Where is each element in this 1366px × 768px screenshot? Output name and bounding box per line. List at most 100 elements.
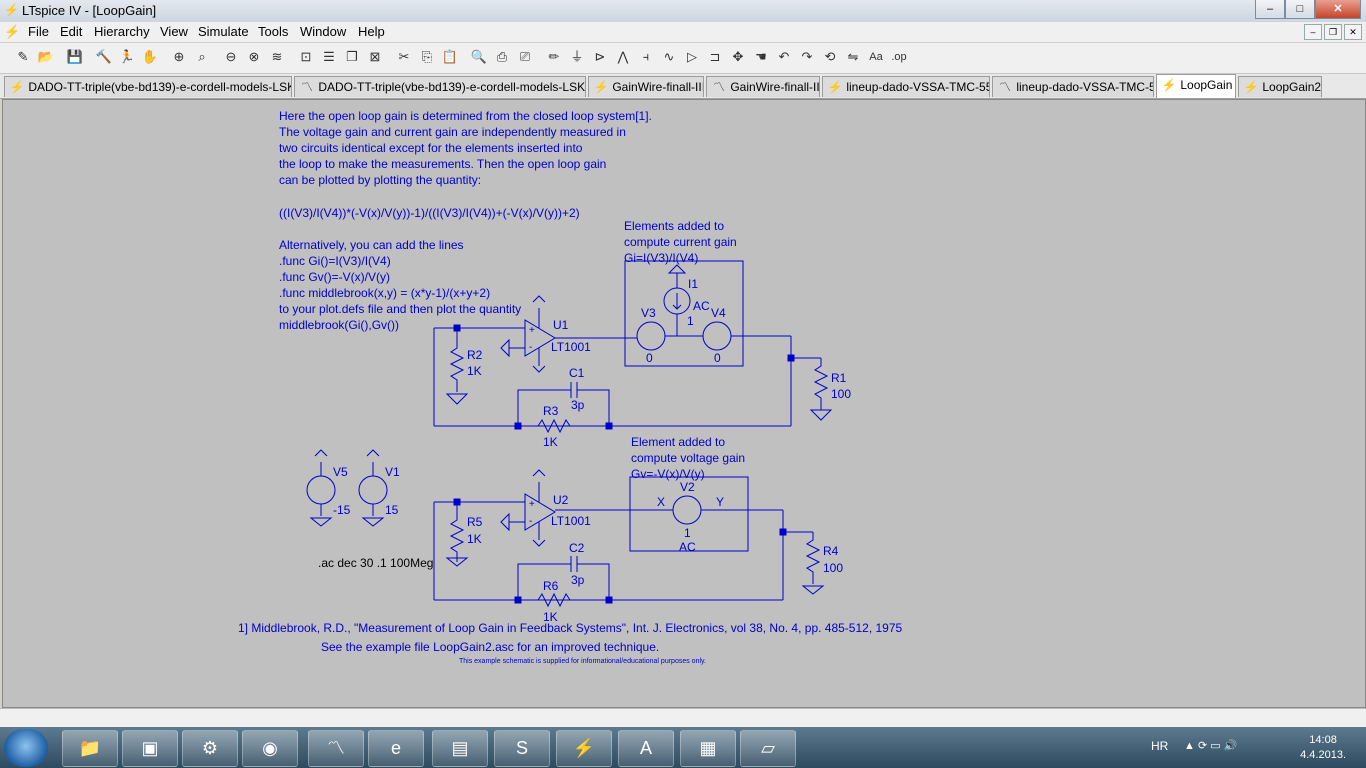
toolbar: ✎ 📂 💾 🔨 🏃 ✋ ⊕ ⌕ ⊖ ⊗ ≋ ⊡ ☰ ❐ ⊠ ✂ ⎘ 📋 🔍 ⎙ ⎚ ✏ ⏚ ⊳ ⋀ ⫞ ∿ ▷ ⊐ ✥ ☚ ↶ ↷ ⟲ ⇋ Aa .op xyxy=(0,43,1366,74)
part-label: V1 xyxy=(385,465,400,479)
redo-icon[interactable]: ↷ xyxy=(801,49,813,64)
undo-icon[interactable]: ↶ xyxy=(778,49,790,64)
tab-dado-waveform[interactable]: 〽 DADO-TT-triple(vbe-bd139)-e-cordell-mo… xyxy=(294,76,586,97)
notes-taskbar-icon[interactable]: ▱ xyxy=(740,730,796,767)
mdi-close-button[interactable]: ✕ xyxy=(1344,24,1362,40)
drag-icon[interactable]: ☚ xyxy=(755,49,767,64)
note-line: the loop to make the measurements. Then … xyxy=(279,157,606,171)
menu-edit[interactable]: Edit xyxy=(60,24,83,39)
mdi-restore-button[interactable]: ❐ xyxy=(1324,24,1342,40)
scope-taskbar-icon[interactable]: 〽 xyxy=(308,730,364,767)
tab-gainwire-schematic[interactable]: ⚡ GainWire-finall-IIII xyxy=(588,76,704,97)
close-all-icon[interactable]: ⊠ xyxy=(369,49,381,64)
pdf-taskbar-icon[interactable]: A xyxy=(618,730,674,767)
undock-icon[interactable]: ⊡ xyxy=(300,49,312,64)
ltspice-taskbar-icon[interactable]: ⚡ xyxy=(556,730,612,767)
menu-tools[interactable]: Tools xyxy=(258,24,289,39)
voltage-source-v5[interactable] xyxy=(306,475,336,505)
tab-gainwire-waveform[interactable]: 〽 GainWire-finall-IIII xyxy=(706,76,820,97)
part-value: LT1001 xyxy=(551,514,591,528)
copy-icon[interactable]: ⎘ xyxy=(421,49,433,64)
paste-icon[interactable]: 📋 xyxy=(441,49,459,64)
spice-directive[interactable]: .ac dec 30 .1 100Meg xyxy=(318,556,433,570)
menu-view[interactable]: View xyxy=(160,24,188,39)
schematic-doc-icon[interactable]: ⚡ xyxy=(4,24,21,39)
waveform-icon: 〽 xyxy=(998,80,1011,94)
part-value: 1K xyxy=(543,435,558,449)
run-icon[interactable]: 🏃 xyxy=(118,49,136,64)
tile-horizontal-icon[interactable]: ☰ xyxy=(323,49,335,64)
halt-icon[interactable]: ✋ xyxy=(141,49,159,64)
explorer-taskbar-icon[interactable]: 📁 xyxy=(62,730,118,767)
tray-icons[interactable]: ▲ ⟳ ▭ 🔊 xyxy=(1184,740,1238,752)
voltage-source-v4[interactable] xyxy=(702,321,732,351)
mdi-minimize-button[interactable]: – xyxy=(1304,24,1322,40)
tab-lineup-schematic[interactable]: ⚡ lineup-dado-VSSA-TMC-55V xyxy=(822,76,990,97)
inductor-icon[interactable]: ∿ xyxy=(663,49,675,64)
menu-simulate[interactable]: Simulate xyxy=(198,24,249,39)
tab-loopgain2[interactable]: ⚡ LoopGain2 xyxy=(1238,76,1322,97)
opamp-u1[interactable]: + - xyxy=(524,308,556,366)
capacitor-icon[interactable]: ⫞ xyxy=(642,49,650,64)
window-taskbar-icon[interactable]: ▤ xyxy=(432,730,488,767)
svg-text:-: - xyxy=(529,342,532,353)
zoom-out-icon[interactable]: ⊖ xyxy=(225,49,237,64)
voltage-source-v3[interactable] xyxy=(636,321,666,351)
tab-loopgain[interactable]: ⚡ LoopGain xyxy=(1156,74,1236,98)
label-icon[interactable]: ⊳ xyxy=(594,49,606,64)
menu-help[interactable]: Help xyxy=(358,24,385,39)
voltage-source-v1[interactable] xyxy=(358,475,388,505)
current-gain-box[interactable] xyxy=(624,260,744,367)
cut-icon[interactable]: ✂ xyxy=(398,49,410,64)
skype-taskbar-icon[interactable]: S xyxy=(494,730,550,767)
wire-icon[interactable]: ✏ xyxy=(548,49,560,64)
component-icon[interactable]: ⊐ xyxy=(709,49,721,64)
find-icon[interactable]: 🔍 xyxy=(470,49,488,64)
opamp-u2[interactable]: + - xyxy=(524,482,556,540)
tab-dado-schematic[interactable]: ⚡ DADO-TT-triple(vbe-bd139)-e-cordell-mo… xyxy=(4,76,292,97)
tab-lineup-waveform[interactable]: 〽 lineup-dado-VSSA-TMC-55V xyxy=(992,76,1154,97)
zoom-in-icon[interactable]: ⊕ xyxy=(173,49,185,64)
move-icon[interactable]: ✥ xyxy=(732,49,744,64)
menu-hierarchy[interactable]: Hierarchy xyxy=(94,24,150,39)
zoom-pan-icon[interactable]: ⌕ xyxy=(198,49,206,64)
note-line: .func middlebrook(x,y) = (x*y-1)/(x+y+2) xyxy=(279,286,490,300)
autorange-icon[interactable]: ≋ xyxy=(271,49,283,64)
voltage-source-v2[interactable] xyxy=(672,495,702,525)
zoom-fit-icon[interactable]: ⊗ xyxy=(248,49,260,64)
text-icon[interactable]: Aa xyxy=(869,51,883,63)
spice-directive-icon[interactable]: .op xyxy=(891,51,907,63)
cascade-icon[interactable]: ❐ xyxy=(346,49,358,64)
app-taskbar-icon[interactable]: ◉ xyxy=(242,730,298,767)
new-schematic-icon[interactable]: ✎ xyxy=(17,49,29,64)
close-button[interactable]: ✕ xyxy=(1315,0,1361,19)
maximize-button[interactable]: □ xyxy=(1285,0,1315,19)
diode-icon[interactable]: ▷ xyxy=(687,49,697,64)
ltspice-app-icon[interactable]: ⚡ xyxy=(4,3,19,17)
program-taskbar-icon[interactable]: ▣ xyxy=(122,730,178,767)
language-indicator[interactable]: HR xyxy=(1151,739,1169,753)
ground-icon[interactable]: ⏚ xyxy=(570,49,584,64)
menu-window[interactable]: Window xyxy=(300,24,347,39)
print-preview-icon[interactable]: ⎚ xyxy=(519,49,531,64)
save-icon[interactable]: 💾 xyxy=(66,49,84,64)
control-panel-icon[interactable]: 🔨 xyxy=(95,49,113,64)
tool-taskbar-icon[interactable]: ⚙ xyxy=(182,730,238,767)
resistor-icon[interactable]: ⋀ xyxy=(617,49,629,64)
start-button[interactable] xyxy=(4,729,48,767)
voltage-gain-box[interactable] xyxy=(629,476,749,552)
print-icon[interactable]: ⎙ xyxy=(496,49,508,64)
mirror-icon[interactable]: ⇋ xyxy=(847,49,859,64)
rotate-icon[interactable]: ⟲ xyxy=(824,49,836,64)
current-box-label: Elements added to xyxy=(624,219,724,233)
schematic-canvas[interactable]: Here the open loop gain is determined fr… xyxy=(2,99,1366,708)
ie-taskbar-icon[interactable]: e xyxy=(368,730,424,767)
document-taskbar-icon[interactable]: ▦ xyxy=(680,730,736,767)
clock[interactable]: 14:08 4.4.2013. xyxy=(1300,733,1346,763)
comment-block[interactable]: Here the open loop gain is determined fr… xyxy=(279,109,652,332)
minimize-button[interactable]: – xyxy=(1255,0,1285,19)
open-icon[interactable]: 📂 xyxy=(37,49,55,64)
part-value: LT1001 xyxy=(551,340,591,354)
clock-time: 14:08 xyxy=(1309,734,1337,746)
menu-file[interactable]: File xyxy=(28,24,49,39)
